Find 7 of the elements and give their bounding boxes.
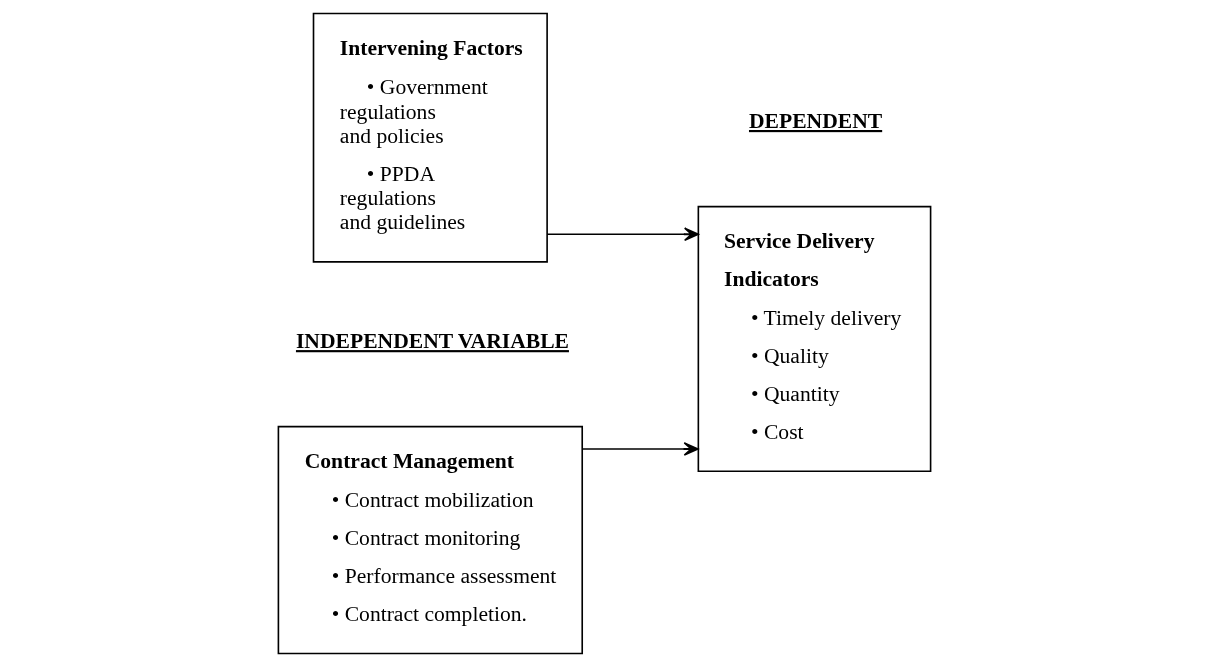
node-box: Contract Management • Contract mobilization • Contract monitoring • Performance assessment • Contract completion. [277,425,584,655]
label: DEPENDENT [748,108,883,133]
label: INDEPENDENT VARIABLE [295,329,569,354]
node-box: Intervening Factors • Government regulations and policies • PPDA regulations and guidelines [312,12,548,263]
arrow [581,442,699,456]
node-box: Service Delivery Indicators • Timely delivery • Quality • Quantity • Cost [697,205,932,473]
arrow [546,227,699,242]
